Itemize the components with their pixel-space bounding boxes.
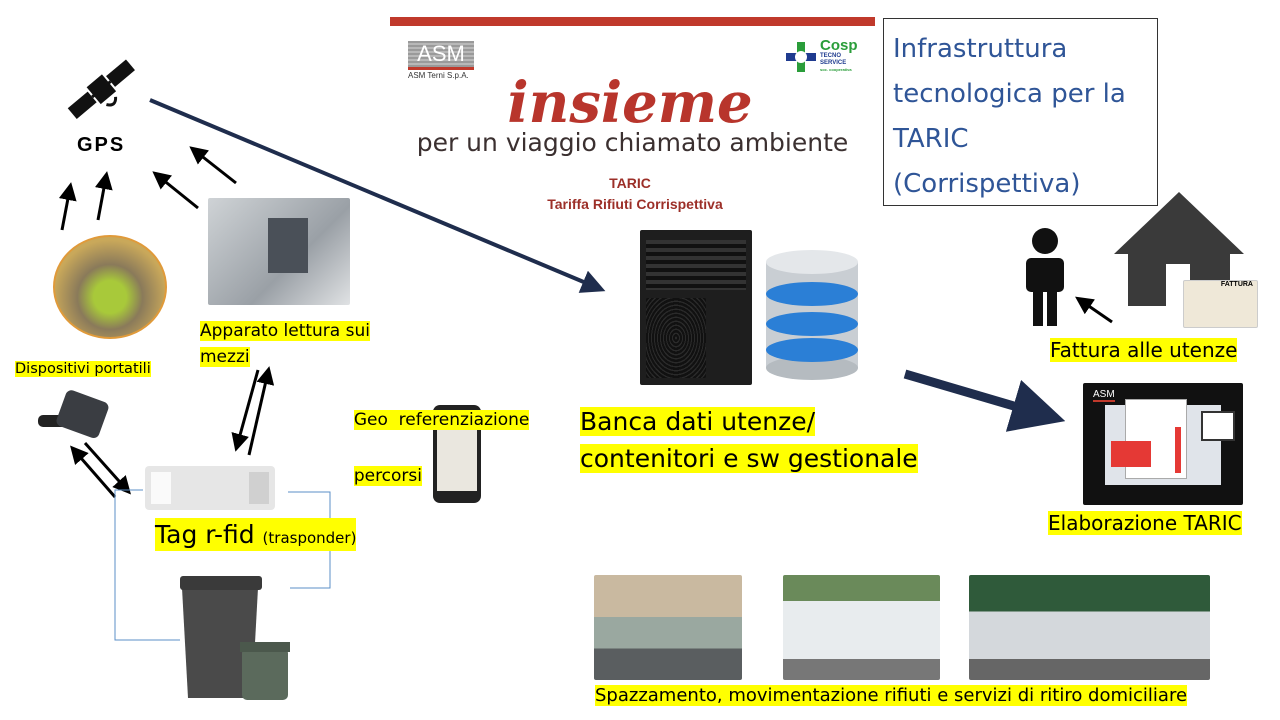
bracelet-photo — [30, 390, 110, 440]
reader-label-line2: mezzi — [200, 347, 250, 367]
asm-company: ASM Terni S.p.A. — [408, 71, 469, 80]
crane-truck-photo — [594, 575, 742, 680]
geo-label-line2: percorsi — [353, 466, 422, 486]
container-truck-photo — [969, 575, 1210, 680]
elab-asm-logo: ASM — [1093, 389, 1115, 402]
db-label-line2: contenitori e sw gestionale — [580, 444, 918, 473]
tag-main-text: Tag r-fid — [155, 520, 255, 549]
tag-label: Tag r-fid (trasponder) — [155, 518, 357, 551]
cosp-sub1: TECNO — [820, 53, 841, 59]
arrow-db-elaboration — [903, 369, 1066, 432]
elaboration-label: Elaborazione TARIC — [1048, 511, 1242, 535]
elaboration-text: Elaborazione TARIC — [1048, 511, 1242, 535]
waste-bin-photo — [180, 568, 290, 705]
cosp-logo: Cosp TECNO SERVICE soc. cooperativa — [820, 38, 858, 72]
database-icon — [764, 250, 860, 380]
headline: insieme — [507, 70, 753, 136]
gps-label: GPS — [77, 134, 126, 156]
title-box: Infrastruttura tecnologica per la TARIC … — [883, 18, 1158, 206]
arrow-user-house — [1075, 296, 1113, 324]
elaboration-image: ASM — [1083, 383, 1243, 505]
geo-label: Geo referenziazione percorsi — [343, 378, 530, 490]
reader-device-photo — [208, 198, 350, 305]
cosp-logo-icon — [786, 42, 816, 72]
person-icon — [1020, 228, 1070, 326]
geo-label-line1: Geo referenziazione — [353, 410, 530, 430]
rfid-tag-photo — [145, 466, 275, 510]
invoice-label: Fattura alle utenze — [1050, 338, 1238, 362]
worker-photo — [53, 235, 167, 339]
tagline: per un viaggio chiamato ambiente — [416, 128, 849, 157]
reader-label: Apparato lettura sui mezzi — [200, 318, 400, 370]
invoice-text: Fattura alle utenze — [1050, 338, 1238, 362]
connector-tag-bin-left — [114, 489, 180, 641]
cosp-sub3: soc. cooperativa — [820, 67, 852, 72]
server-photo — [640, 230, 752, 385]
arrow-worker-gps-1 — [58, 182, 77, 231]
portable-devices-label: Dispositivi portatili — [15, 361, 151, 377]
taric-label: TARIC — [609, 175, 651, 191]
cosp-sub2: SERVICE — [820, 60, 847, 66]
arrow-reader-gps-2 — [189, 146, 237, 185]
tag-sub-text: (trasponder) — [262, 529, 357, 547]
database-label: Banca dati utenze/ contenitori e sw gest… — [580, 403, 918, 477]
arrow-tag-bracelet — [70, 445, 117, 498]
taric-full: Tariffa Rifiuti Corrispettiva — [547, 196, 723, 212]
arrow-tag-reader — [247, 366, 275, 456]
arrow-worker-gps-2 — [94, 171, 113, 221]
arrow-reader-tag — [231, 369, 260, 452]
portable-devices-text: Dispositivi portatili — [15, 361, 151, 377]
asm-logo: ASM — [408, 41, 474, 70]
reader-label-line1: Apparato lettura sui — [200, 321, 370, 341]
services-text: Spazzamento, movimentazione rifiuti e se… — [595, 685, 1188, 706]
cosp-name: Cosp — [820, 37, 858, 54]
satellite-icon — [62, 50, 142, 130]
banner-top-bar — [390, 17, 875, 26]
db-label-line1: Banca dati utenze/ — [580, 407, 816, 436]
street-sweeper-photo — [783, 575, 940, 680]
services-label: Spazzamento, movimentazione rifiuti e se… — [595, 685, 1188, 706]
arrow-reader-gps-1 — [152, 171, 199, 210]
invoice-doc: FATTURA — [1183, 280, 1258, 328]
arrow-bracelet-tag — [83, 442, 131, 495]
